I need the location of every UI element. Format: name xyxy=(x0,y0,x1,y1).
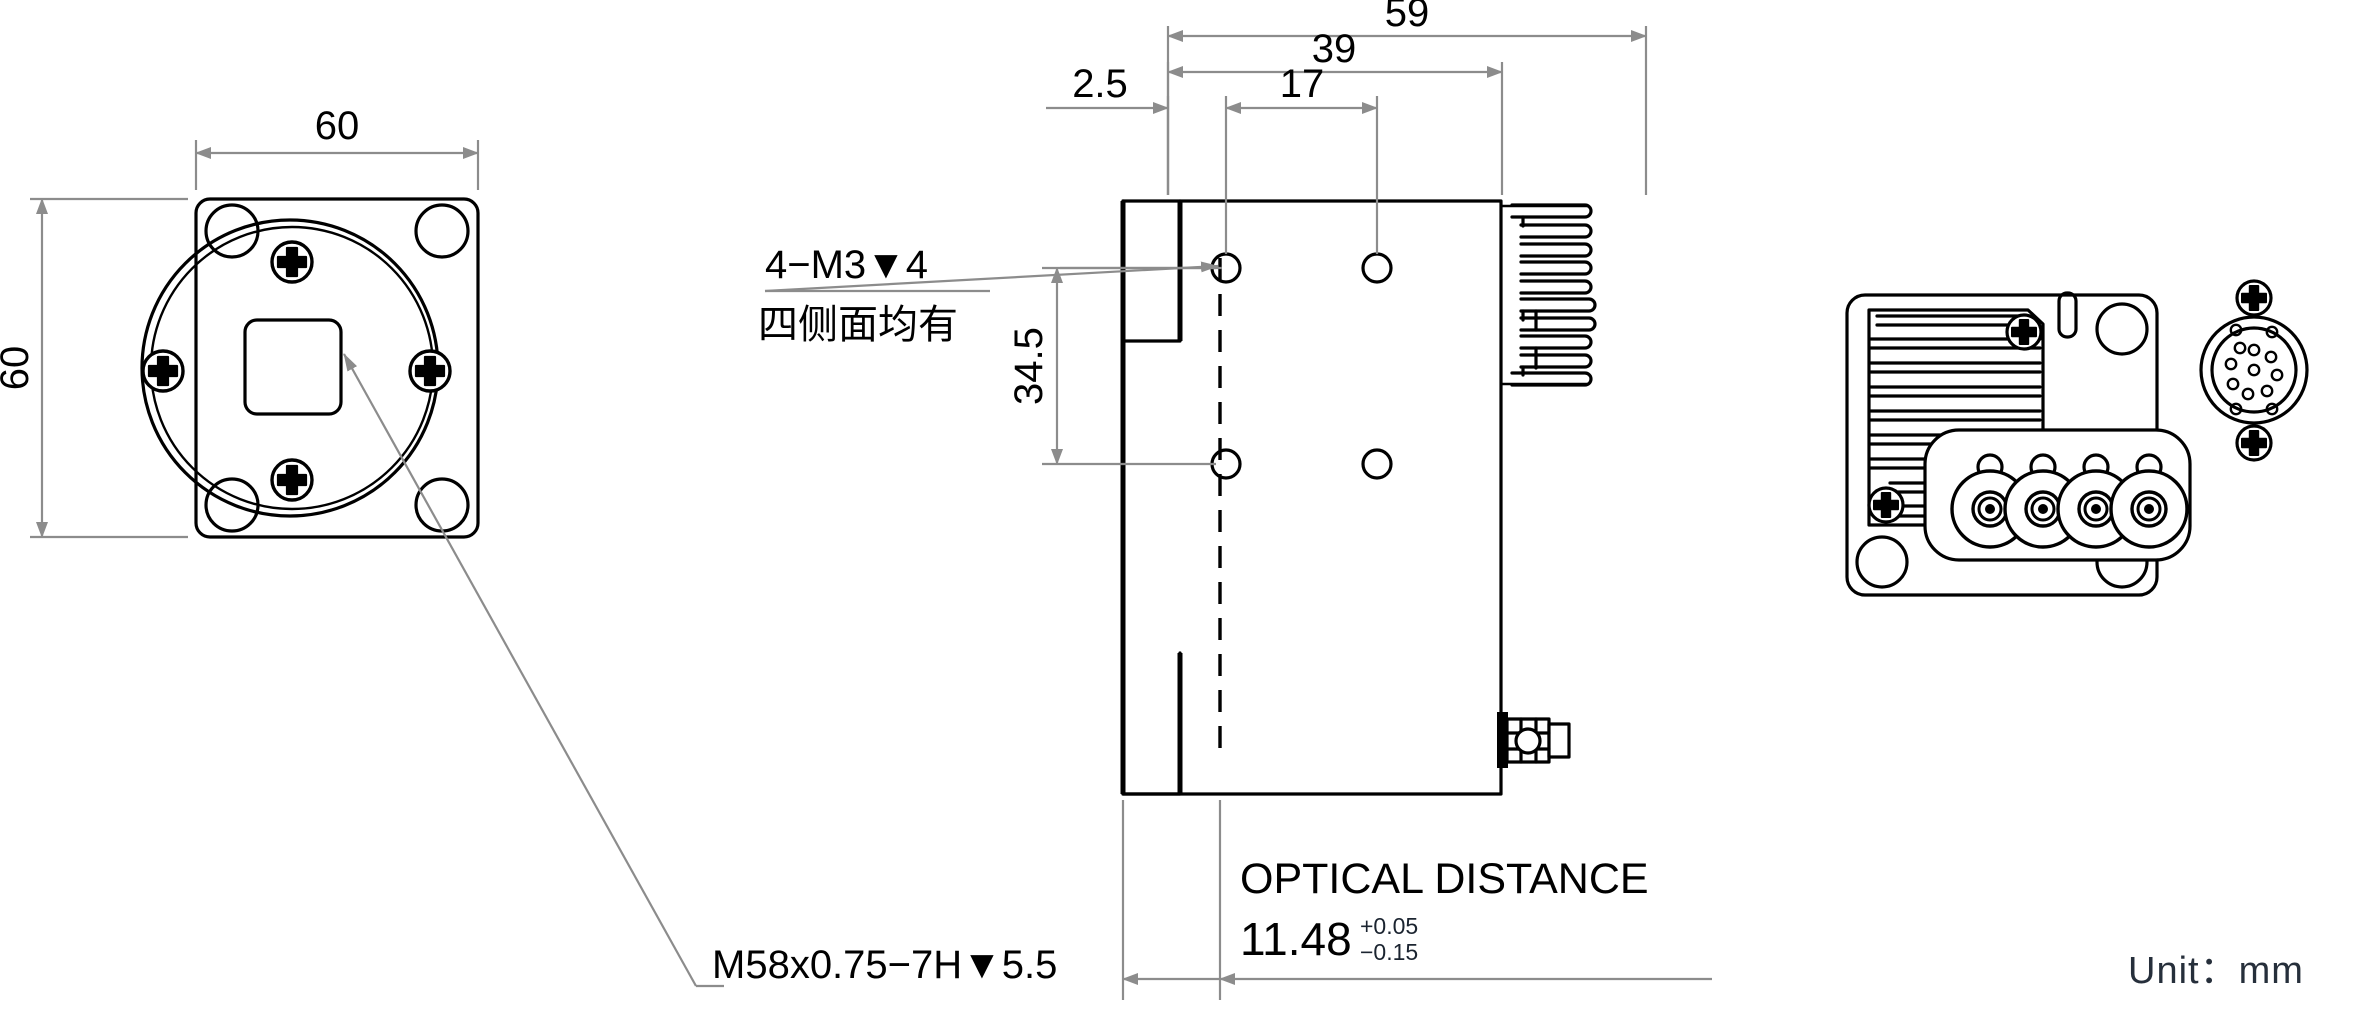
front-screw-left xyxy=(141,349,185,393)
dim-59-text: 59 xyxy=(1385,0,1430,35)
unit-note: Unit：mm xyxy=(2128,950,2304,992)
dim-39-text: 39 xyxy=(1312,27,1357,71)
heatsink-fin-3 xyxy=(1519,242,1593,258)
heatsink-fin-1 xyxy=(1510,203,1593,219)
side-connector xyxy=(1497,712,1571,768)
optical-distance-label: OPTICAL DISTANCE xyxy=(1240,855,1649,903)
connector-pin-c xyxy=(2247,363,2261,377)
connector-pin-3 xyxy=(2270,368,2284,382)
connector-pin-10 xyxy=(2265,325,2279,339)
side-view: 59 39 17 2.5 34.5 4−M3▼4 四 xyxy=(758,0,1712,1000)
dim-345-text: 34.5 xyxy=(1007,327,1051,405)
optical-distance-value: 11.48 xyxy=(1240,913,1352,965)
connector-pin-2 xyxy=(2264,350,2278,364)
m3-callout-line2: 四侧面均有 xyxy=(758,302,958,348)
m3-callout-line1: 4−M3▼4 xyxy=(765,243,928,287)
sensor-window xyxy=(243,318,343,416)
connector-pin-4 xyxy=(2260,384,2274,398)
corner-hole-top-right xyxy=(414,203,470,259)
optical-tol-upper: +0.05 xyxy=(1360,913,1418,939)
m3-hole-rear-bottom xyxy=(1361,448,1393,480)
heatsink-fin-8 xyxy=(1519,334,1593,350)
heatsink-fin-7 xyxy=(1519,316,1597,332)
rear-view xyxy=(1845,279,2309,597)
multi-pin-connector xyxy=(2199,315,2309,425)
optical-tol-lower: −0.15 xyxy=(1360,939,1418,965)
rear-connector-screw-bottom xyxy=(2235,424,2273,462)
front-width-dim-text: 60 xyxy=(315,104,360,148)
connector-pin-11 xyxy=(2265,402,2279,416)
connector-pin-1 xyxy=(2247,343,2261,357)
rear-connector-screw-top xyxy=(2235,279,2273,317)
side-connector-tip xyxy=(1547,722,1571,759)
front-screw-bottom xyxy=(270,458,314,502)
m3-callout-leader xyxy=(764,261,1219,293)
rear-corner-hole-top-right xyxy=(2095,302,2149,356)
rear-corner-hole-bottom-left xyxy=(1855,535,1909,589)
front-view: 60 60 M58x0.75−7H▼5.5 xyxy=(0,104,1057,988)
side-connector-hole xyxy=(1514,727,1542,755)
front-screw-top xyxy=(270,240,314,284)
dim-17-text: 17 xyxy=(1280,62,1325,106)
front-height-dim-text: 60 xyxy=(0,346,37,391)
led-indicator-slot xyxy=(2057,291,2078,339)
coax-connector-4 xyxy=(2109,469,2189,549)
heatsink-fin-6 xyxy=(1519,297,1597,313)
connector-pin-9 xyxy=(2229,323,2243,337)
heatsink-fin-9 xyxy=(1519,353,1593,369)
dim-25-text: 2.5 xyxy=(1072,62,1128,106)
thread-callout-text: M58x0.75−7H▼5.5 xyxy=(712,943,1057,987)
heatsink-fin-2 xyxy=(1519,223,1593,239)
side-body-outline xyxy=(1121,199,1503,796)
heatsink-fin-5 xyxy=(1519,279,1593,295)
front-screw-right xyxy=(408,349,452,393)
heatsink-fin-4 xyxy=(1519,260,1593,276)
thread-callout-leader xyxy=(343,353,697,987)
heat-sink xyxy=(1499,203,1597,387)
connector-shell xyxy=(2210,326,2298,414)
heatsink-fin-10 xyxy=(1510,371,1593,387)
connector-pin-7 xyxy=(2224,357,2238,371)
connector-pin-8 xyxy=(2233,341,2247,355)
connector-pin-5 xyxy=(2241,387,2255,401)
rear-heatsink-screw-bottom-left xyxy=(1867,486,1905,524)
connector-pin-6 xyxy=(2226,377,2240,391)
rear-heatsink-screw-top-right xyxy=(2005,313,2043,351)
connector-pin-12 xyxy=(2229,402,2243,416)
